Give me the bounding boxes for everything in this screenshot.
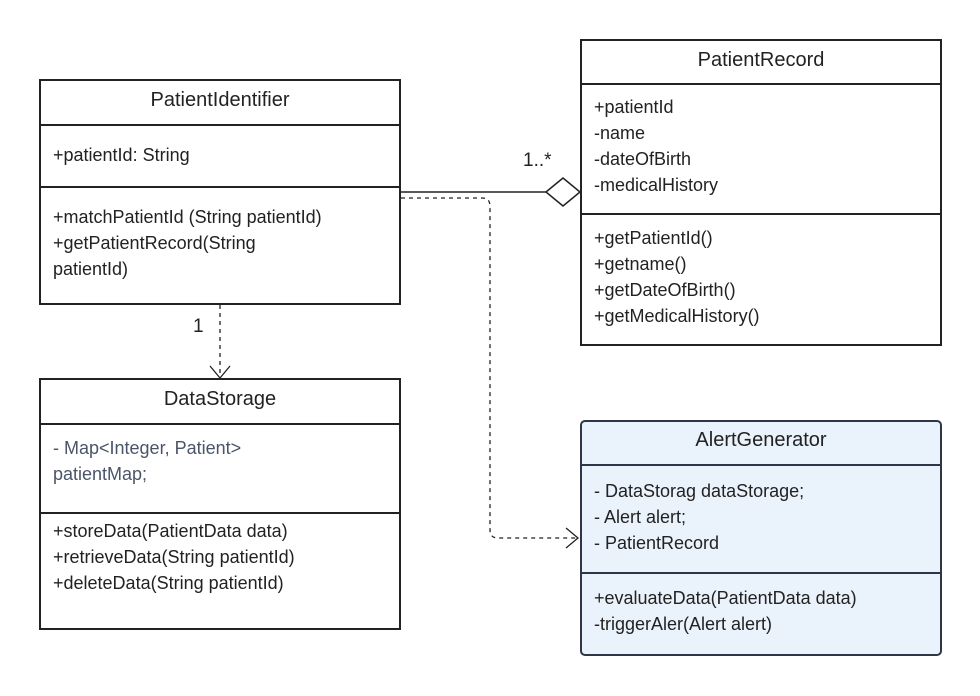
class-patient-record[interactable]: PatientRecord +patientId -name -dateOfBi… <box>580 39 942 346</box>
class-name-alert-generator: AlertGenerator <box>582 422 940 466</box>
dependency-connector-alertgenerator[interactable] <box>401 197 580 549</box>
dependency-multiplicity-label: 1 <box>193 316 204 337</box>
attributes-data-storage: - Map<Integer, Patient> patientMap; <box>41 425 399 514</box>
attribute: patientMap; <box>53 464 148 484</box>
method: -triggerAler(Alert alert) <box>594 614 773 634</box>
class-name-data-storage: DataStorage <box>41 380 399 425</box>
attribute: -medicalHistory <box>594 175 719 195</box>
dependency-line-alertgenerator <box>401 197 578 539</box>
class-name-patient-record: PatientRecord <box>582 41 940 85</box>
method: +getDateOfBirth() <box>594 280 736 300</box>
class-patient-identifier[interactable]: PatientIdentifier +patientId: String +ma… <box>39 79 401 305</box>
method: +getMedicalHistory() <box>594 306 760 326</box>
methods-data-storage: +storeData(PatientData data) +retrieveDa… <box>41 514 399 596</box>
method: +getPatientId() <box>594 228 713 248</box>
dependency-connector-datastorage[interactable] <box>209 305 231 380</box>
aggregation-connector[interactable] <box>401 177 582 207</box>
attribute: - DataStorag dataStorage; <box>594 481 805 501</box>
methods-alert-generator: +evaluateData(PatientData data) -trigger… <box>582 574 940 637</box>
attributes-patient-record: +patientId -name -dateOfBirth -medicalHi… <box>582 85 940 215</box>
class-alert-generator[interactable]: AlertGenerator - DataStorag dataStorage;… <box>580 420 942 656</box>
method: +storeData(PatientData data) <box>53 521 288 541</box>
method: +matchPatientId (String patientId) <box>53 207 322 227</box>
attribute: -dateOfBirth <box>594 149 692 169</box>
method: +deleteData(String patientId) <box>53 573 284 593</box>
aggregation-multiplicity-label: 1..* <box>523 150 552 171</box>
attribute: +patientId <box>594 97 674 117</box>
dependency-arrowhead-alertgenerator <box>565 527 580 549</box>
aggregation-diamond <box>544 177 582 207</box>
method: +evaluateData(PatientData data) <box>594 588 857 608</box>
method: +retrieveData(String patientId) <box>53 547 295 567</box>
attribute: - Map<Integer, Patient> <box>53 438 242 458</box>
attribute: - Alert alert; <box>594 507 687 527</box>
dependency-arrowhead-datastorage <box>209 365 231 380</box>
class-name-patient-identifier: PatientIdentifier <box>41 81 399 126</box>
attribute: - PatientRecord <box>594 533 720 553</box>
method: patientId) <box>53 259 129 279</box>
method: +getPatientRecord(String <box>53 233 256 253</box>
attributes-alert-generator: - DataStorag dataStorage; - Alert alert;… <box>582 466 940 574</box>
attributes-patient-identifier: +patientId: String <box>41 126 399 188</box>
attribute: -name <box>594 123 646 143</box>
method: +getname() <box>594 254 687 274</box>
class-data-storage[interactable]: DataStorage - Map<Integer, Patient> pati… <box>39 378 401 630</box>
attribute: +patientId: String <box>53 145 190 165</box>
methods-patient-record: +getPatientId() +getname() +getDateOfBir… <box>582 215 940 329</box>
methods-patient-identifier: +matchPatientId (String patientId) +getP… <box>41 188 399 282</box>
